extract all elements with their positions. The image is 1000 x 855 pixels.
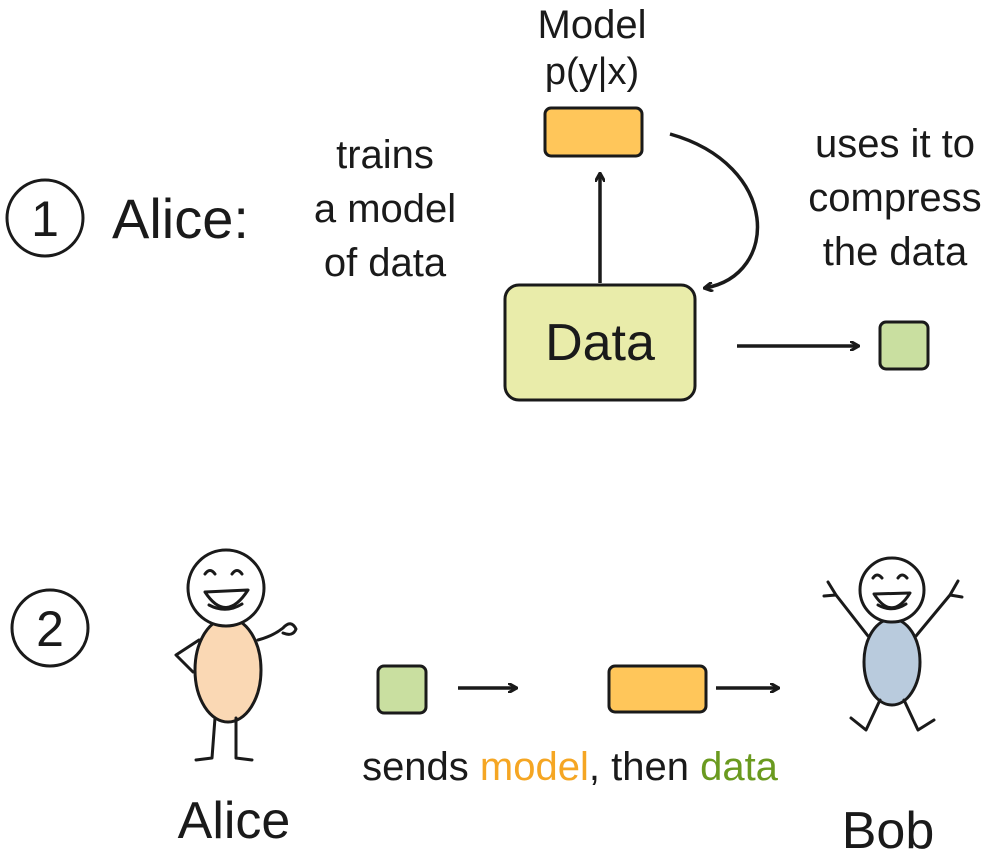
model-formula: p(y|x) <box>545 51 639 93</box>
trains-text-line: a model <box>314 187 456 231</box>
alice-left-arm <box>174 638 201 674</box>
compress-arrow <box>669 132 760 288</box>
bob-right-leg <box>902 698 936 732</box>
sent-model-block <box>607 664 708 714</box>
bob-left-leg <box>849 698 882 732</box>
alice-right-arm <box>256 622 298 642</box>
trains-text-line: trains <box>336 133 434 177</box>
step1-number: 1 <box>31 191 59 247</box>
step2-number: 2 <box>36 601 64 657</box>
caption-part1: sends <box>362 745 480 789</box>
bob-figure <box>822 556 964 732</box>
alice-tongue <box>207 602 244 611</box>
step1-number-badge: 1 <box>5 178 85 258</box>
trains-text: trains a model of data <box>314 133 456 285</box>
compressed-data-block <box>878 320 930 371</box>
caption-data-word: data <box>700 745 779 789</box>
step1-number-circle <box>5 178 85 258</box>
alice-left-leg <box>194 716 217 762</box>
uses-text-line: compress <box>808 176 981 220</box>
bob-body <box>862 617 922 707</box>
alice-right-leg <box>234 716 254 762</box>
bob-name: Bob <box>842 802 935 855</box>
alice-head <box>186 548 266 628</box>
bob-eyes <box>871 573 909 580</box>
alice-body <box>193 616 263 724</box>
model-block <box>543 106 644 158</box>
alice-mouth <box>203 588 250 609</box>
model-title: Model <box>538 3 647 47</box>
sent-data-block <box>376 664 428 715</box>
caption-model-word: model <box>480 745 589 789</box>
bob-head <box>858 556 926 624</box>
alice-eyes <box>203 569 244 576</box>
data-block-label: Data <box>545 314 655 372</box>
uses-text: uses it to compress the data <box>808 122 981 274</box>
bob-left-arm <box>822 580 870 638</box>
step2-number-circle <box>10 588 90 668</box>
transfer-caption: sends model, then data <box>362 745 779 789</box>
bob-tongue <box>876 602 908 611</box>
alice-figure <box>174 548 298 762</box>
uses-text-line: uses it to <box>815 122 975 166</box>
step1-actor-label: Alice: <box>112 187 249 250</box>
data-block <box>503 283 697 402</box>
alice-name: Alice <box>178 792 291 850</box>
step2-number-badge: 2 <box>10 588 90 668</box>
uses-text-line: the data <box>823 230 968 274</box>
trains-text-line: of data <box>324 241 447 285</box>
bob-right-arm <box>914 579 964 638</box>
caption-part2: , then <box>589 745 700 789</box>
